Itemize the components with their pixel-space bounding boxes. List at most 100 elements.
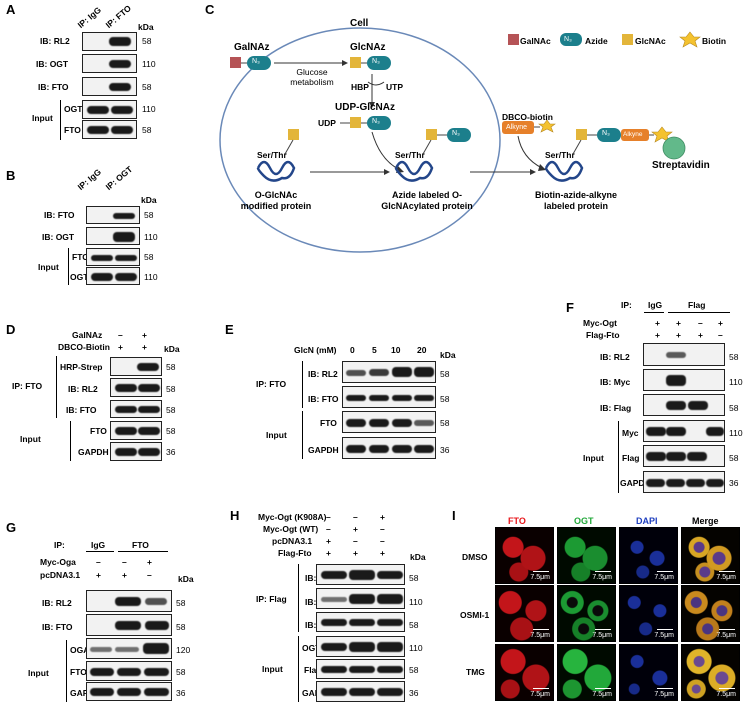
h-cond-sign: –: [326, 524, 331, 534]
c-legend-galnac-swatch: [508, 34, 519, 45]
b-blot-ogt: [86, 227, 140, 245]
i-image-dmso-ogt: 7.5μm: [557, 527, 616, 584]
b-blot-input-fto: [86, 248, 140, 266]
e-blot-fto: [342, 386, 436, 408]
a-blot-ogt: [82, 54, 137, 73]
a-mw: 110: [142, 59, 156, 69]
e-blot-input-fto: [342, 411, 436, 433]
g-cond-sign: +: [147, 557, 152, 567]
panel-e-letter: E: [225, 322, 234, 337]
i-scale: 7.5μm: [654, 691, 674, 698]
g-row-label: IB: FTO: [42, 622, 73, 632]
f-cond-sign: +: [718, 318, 723, 328]
b-row-label: FTO: [72, 252, 89, 262]
d-row-label: IB: FTO: [66, 405, 97, 415]
d-cond-sign: +: [118, 342, 123, 352]
a-row-label: IB: RL2: [40, 36, 70, 46]
panel-a-letter: A: [6, 2, 16, 17]
d-cond-sign: –: [118, 330, 123, 340]
i-scale: 7.5μm: [530, 574, 550, 581]
a-header-igg: IP: IgG: [75, 4, 103, 31]
i-treatment-dmso: DMSO: [462, 552, 488, 562]
d-input-label: Input: [20, 434, 41, 444]
e-row-label: IB: RL2: [308, 369, 338, 379]
f-row-label: Flag: [622, 453, 640, 463]
a-row-label: OGT: [64, 104, 83, 114]
b-header-igg: IP: IgG: [75, 166, 103, 192]
i-image-osmi-dapi: 7.5μm: [619, 585, 678, 642]
e-row-label: IB: FTO: [308, 394, 339, 404]
i-image-osmi-fto: 7.5μm: [495, 585, 554, 642]
d-cond-sign: +: [142, 342, 147, 352]
f-cond-sign: –: [698, 318, 703, 328]
e-dose: 5: [372, 345, 377, 355]
e-dose: 10: [391, 345, 401, 355]
b-kda: kDa: [141, 195, 157, 205]
a-mw: 110: [142, 104, 156, 114]
g-mw: 58: [176, 667, 186, 677]
b-mw: 110: [144, 232, 158, 242]
c-galnaz-n3: N₃: [252, 58, 260, 65]
g-input-label: Input: [28, 668, 49, 678]
i-scale: 7.5μm: [716, 691, 736, 698]
e-mw: 36: [440, 445, 450, 455]
d-row-label: IB: RL2: [68, 384, 98, 394]
g-cond-label: pcDNA3.1: [40, 570, 81, 580]
d-cond-label: DBCO-Biotin: [58, 342, 110, 352]
c-protein3-alkyne: Alkyne: [623, 131, 643, 138]
i-scale: 7.5μm: [716, 632, 736, 639]
c-cell-label: Cell: [350, 18, 369, 29]
h-cond-sign: +: [326, 548, 331, 558]
c-legend-galnac: GalNAc: [520, 36, 551, 46]
c-protein3-label: Biotin-azide-alkyne labeled protein: [534, 190, 617, 211]
i-treatment-tmg: TMG: [466, 667, 485, 677]
i-scale: 7.5μm: [592, 632, 612, 639]
g-blot-fto: [86, 614, 172, 636]
b-mw: 58: [144, 210, 154, 220]
h-cond-label: Myc-Ogt (K908A): [258, 512, 327, 522]
c-ser-thr-1: Ser/Thr: [257, 150, 287, 160]
f-blot-myc: [643, 369, 725, 391]
e-mw: 58: [440, 369, 450, 379]
f-blot-input-flag: [643, 445, 725, 467]
h-mw: 36: [409, 688, 419, 698]
f-blot-rl2: [643, 343, 725, 366]
h-cond-sign: +: [380, 548, 385, 558]
d-row-label: FTO: [90, 426, 107, 436]
h-input-label: Input: [262, 664, 283, 674]
a-blot-rl2: [82, 32, 137, 51]
f-cond-sign: +: [655, 330, 660, 340]
e-dose: 0: [350, 345, 355, 355]
c-ser-thr-2: Ser/Thr: [395, 150, 425, 160]
c-legend-biotin: Biotin: [702, 36, 727, 46]
g-cond-sign: –: [147, 570, 152, 580]
d-ip-label: IP: FTO: [12, 381, 43, 391]
i-scale: 7.5μm: [654, 632, 674, 639]
f-blot-input-myc: [643, 420, 725, 442]
i-image-tmg-fto: 7.5μm: [495, 644, 554, 701]
b-blot-fto: [86, 206, 140, 224]
b-row-label: IB: FTO: [44, 210, 75, 220]
panel-g-letter: G: [6, 520, 17, 535]
e-row-label: FTO: [320, 418, 337, 428]
panel-h-letter: H: [230, 508, 240, 523]
i-channel-ogt: OGT: [574, 516, 594, 526]
a-row-label: FTO: [64, 125, 81, 135]
d-mw: 58: [166, 405, 176, 415]
c-streptavidin: Streptavidin: [652, 160, 710, 171]
c-legend-glcnac-swatch: [622, 34, 633, 45]
c-dbco-biotin: DBCO-biotin: [502, 112, 553, 122]
c-protein1-label: O-GlcNAc modified protein: [240, 190, 312, 211]
e-kda: kDa: [440, 350, 456, 360]
i-scale: 7.5μm: [716, 574, 736, 581]
h-blot-rl2: [316, 564, 405, 585]
c-protein3-n3: N₃: [602, 130, 610, 137]
i-image-tmg-merge: 7.5μm: [681, 644, 740, 701]
h-kda: kDa: [410, 552, 426, 562]
e-ip-label: IP: FTO: [256, 379, 287, 389]
g-cond-sign: –: [122, 557, 127, 567]
f-blot-gapdh: [643, 471, 725, 493]
f-mw: 58: [729, 453, 739, 463]
f-cond-sign: +: [698, 330, 703, 340]
f-igg: IgG: [648, 300, 663, 310]
